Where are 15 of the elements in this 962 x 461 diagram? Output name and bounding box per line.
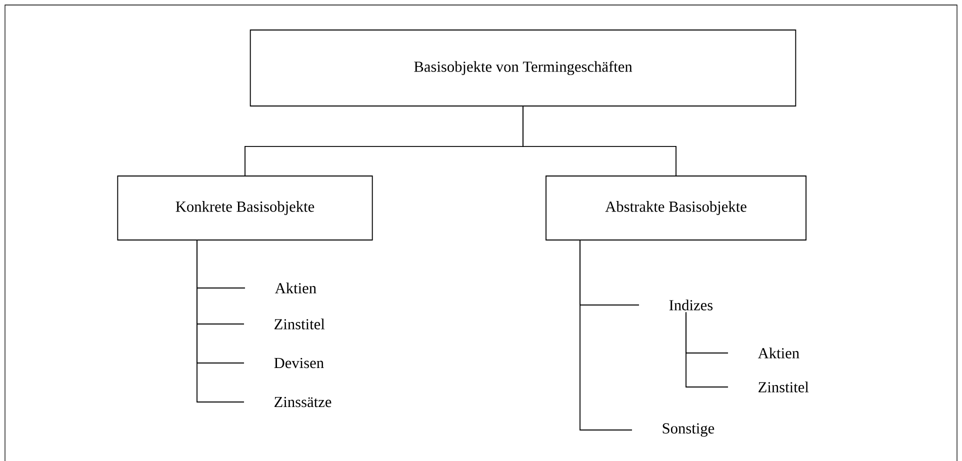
- item-label: Sonstige: [662, 423, 714, 437]
- item-label: Zinstitel: [274, 318, 325, 330]
- connector-line: [196, 240, 244, 402]
- item-label: Aktien: [758, 348, 800, 358]
- item-label: Zinssätze: [274, 396, 332, 408]
- category-box: Abstrakte Basisobjekte: [546, 176, 806, 240]
- item-label: Aktien: [274, 282, 316, 294]
- connector-line: [522, 106, 676, 176]
- connector-line: [580, 240, 632, 430]
- category-box: Konkrete Basisobjekte: [117, 176, 373, 240]
- connector-line: [686, 312, 728, 388]
- item-label: Indizes: [669, 300, 713, 310]
- item-label: Devisen: [274, 358, 324, 368]
- item-label: Zinstitel: [758, 382, 809, 392]
- category-box: Basisobjekte von Termingeschäften: [250, 30, 796, 106]
